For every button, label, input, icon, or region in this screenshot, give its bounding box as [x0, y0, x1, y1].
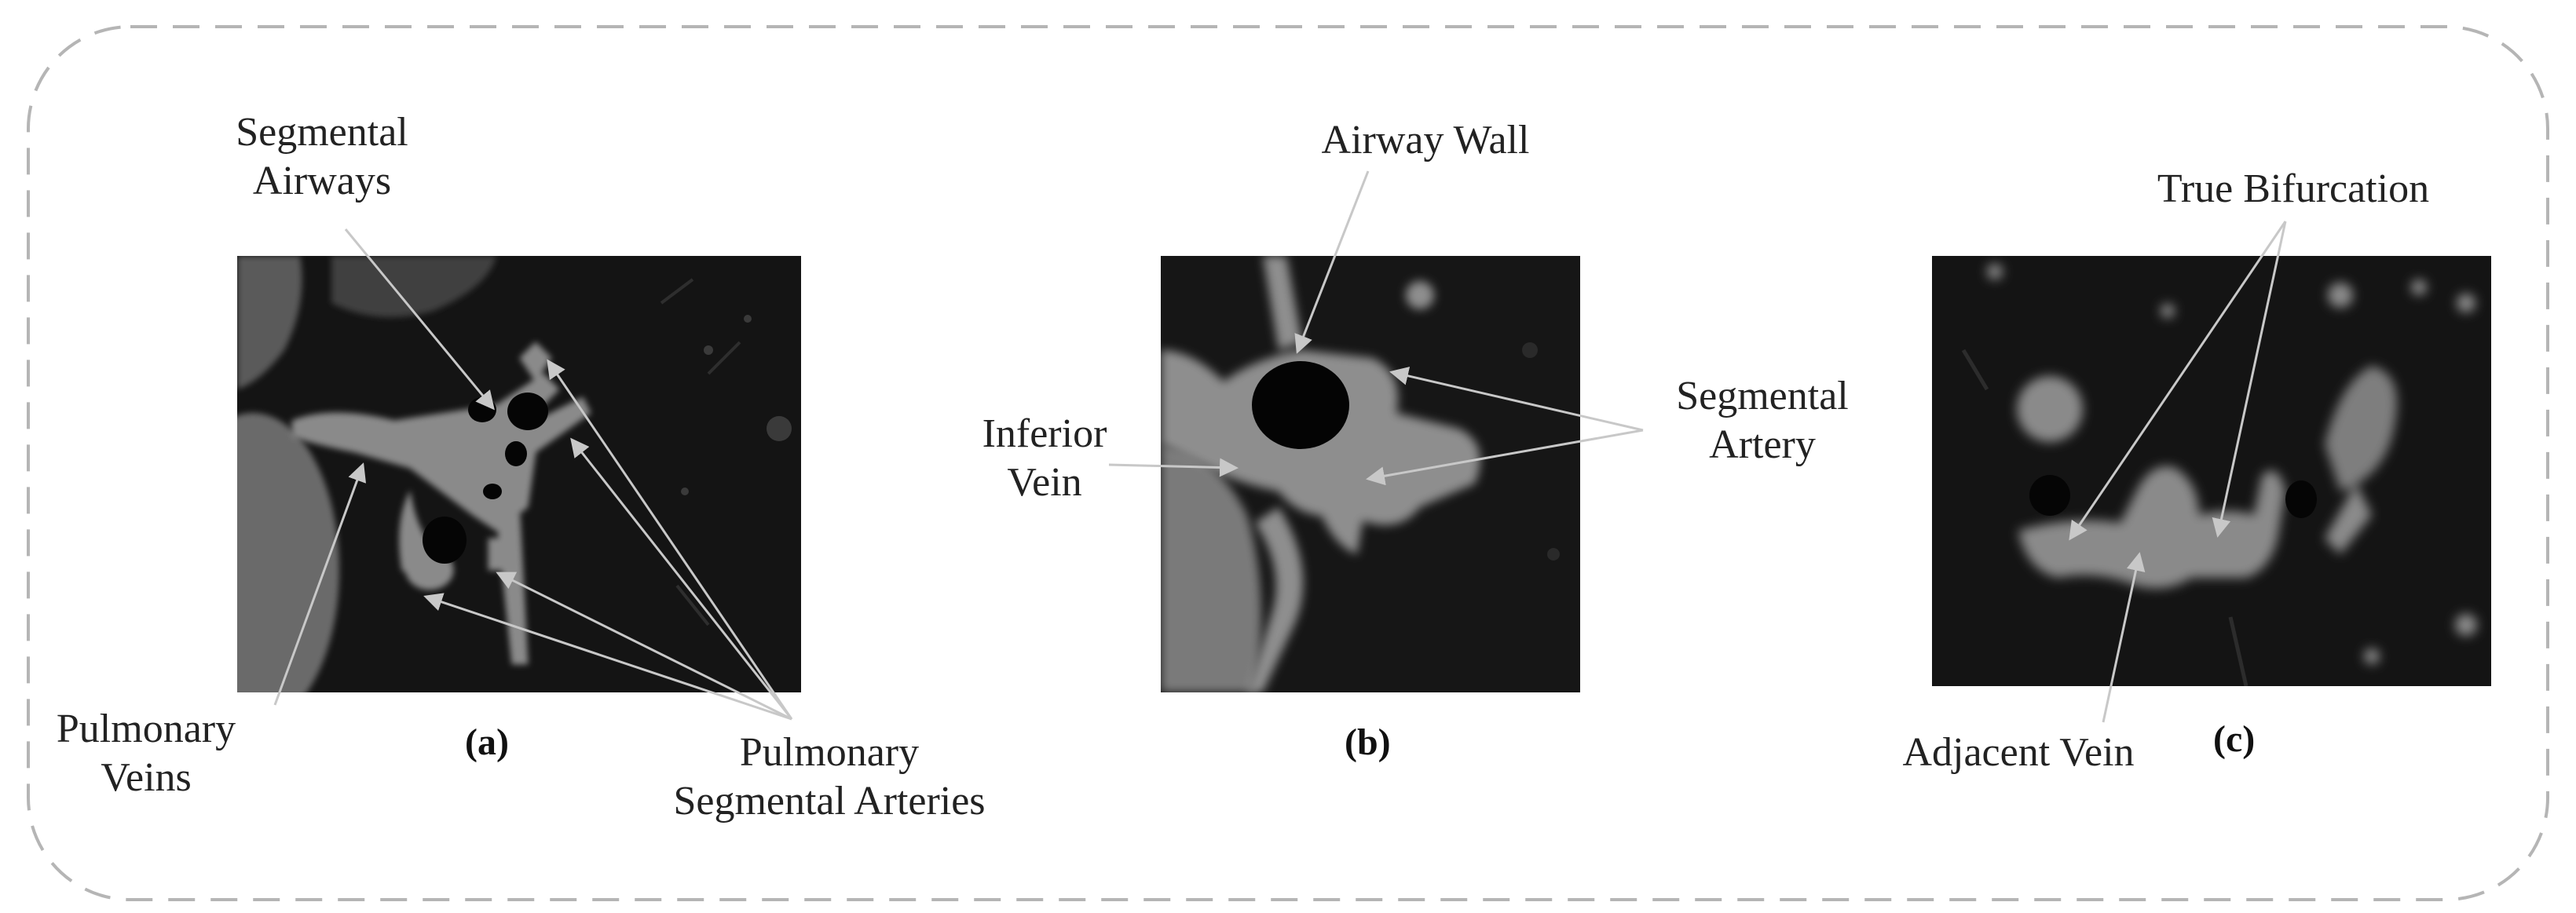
label-segmental-airways: Segmental Airways — [204, 108, 440, 206]
ct-scan-image-a — [237, 256, 801, 692]
label-segmental-artery: Segmental Artery — [1645, 372, 1880, 469]
label-pulmonary-veins-line2: Veins — [101, 755, 192, 800]
label-true-bifurcation: True Bifurcation — [2157, 166, 2430, 211]
caption-c: (c) — [2213, 718, 2256, 760]
label-inferior-vein-line2: Vein — [1007, 460, 1082, 505]
caption-a: (a) — [465, 721, 509, 763]
label-airway-wall: Airway Wall — [1321, 118, 1530, 163]
label-pulmonary-arteries-line2: Segmental Arteries — [673, 779, 986, 824]
label-segmental-airways-line1: Segmental — [236, 110, 408, 155]
label-segmental-artery-line2: Artery — [1709, 422, 1816, 467]
label-segmental-artery-line1: Segmental — [1676, 374, 1849, 418]
label-pulmonary-arteries-line1: Pulmonary — [739, 730, 920, 775]
ct-panel-a — [237, 256, 801, 692]
ct-scan-image-b — [1161, 256, 1580, 692]
label-pulmonary-segmental-arteries: Pulmonary Segmental Arteries — [625, 729, 1034, 826]
label-adjacent-vein: Adjacent Vein — [1902, 730, 2135, 775]
label-pulmonary-veins-line1: Pulmonary — [56, 707, 236, 751]
label-inferior-vein: Inferior Vein — [958, 410, 1131, 507]
label-inferior-vein-line1: Inferior — [982, 411, 1107, 456]
caption-b: (b) — [1345, 721, 1391, 763]
ct-scan-image-c — [1932, 256, 2491, 686]
label-pulmonary-veins: Pulmonary Veins — [44, 705, 248, 802]
ct-panel-c — [1932, 256, 2491, 686]
ct-panel-b — [1161, 256, 1580, 692]
label-segmental-airways-line2: Airways — [252, 159, 392, 203]
